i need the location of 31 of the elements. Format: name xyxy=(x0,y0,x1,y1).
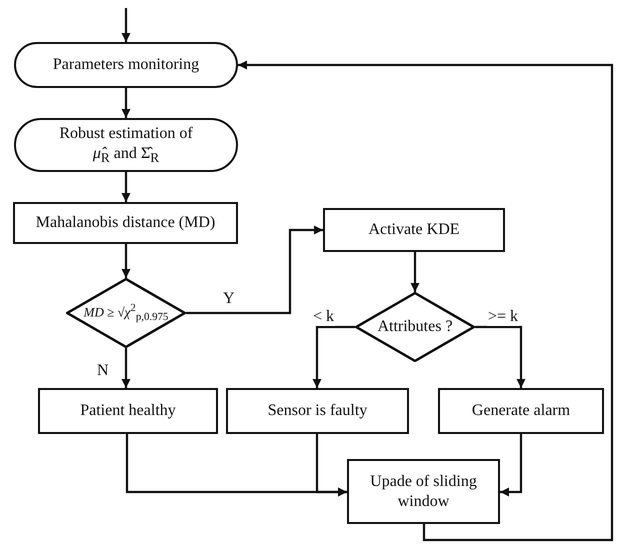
node-text: Attributes ? xyxy=(377,317,453,337)
node-text: Parameters monitoring xyxy=(52,55,200,75)
process-box xyxy=(347,459,500,524)
process-box xyxy=(323,208,505,252)
arrow xyxy=(122,8,130,42)
process-box xyxy=(226,388,409,434)
node-text: Mahalanobis distance (MD) xyxy=(36,213,216,233)
arrow xyxy=(186,226,323,314)
decision-diamond xyxy=(66,278,186,348)
process-box xyxy=(38,388,218,434)
process-box xyxy=(438,388,604,434)
arrow xyxy=(122,244,130,278)
node-text: Activate KDE xyxy=(368,220,460,240)
arrow xyxy=(122,88,130,118)
terminal-box xyxy=(14,42,238,88)
node-text: Generate alarm xyxy=(472,401,570,421)
arrow xyxy=(238,60,614,542)
node-text: Sensor is faulty xyxy=(268,401,368,421)
arrow xyxy=(410,252,420,292)
decision-diamond xyxy=(355,292,475,362)
node-text: Robust estimation of μ̂$_{R}$ and Σ̂$_{R}$ xyxy=(58,124,194,166)
arrow xyxy=(122,172,130,202)
arrow xyxy=(500,434,522,496)
arrow xyxy=(122,348,130,388)
node-text: Upade of sliding window xyxy=(369,472,478,512)
process-box xyxy=(13,202,238,244)
arrow xyxy=(316,434,347,496)
arrow xyxy=(475,326,526,388)
arrow xyxy=(312,326,355,388)
node-text: Patient healthy xyxy=(80,401,176,421)
terminal-box xyxy=(14,118,238,172)
